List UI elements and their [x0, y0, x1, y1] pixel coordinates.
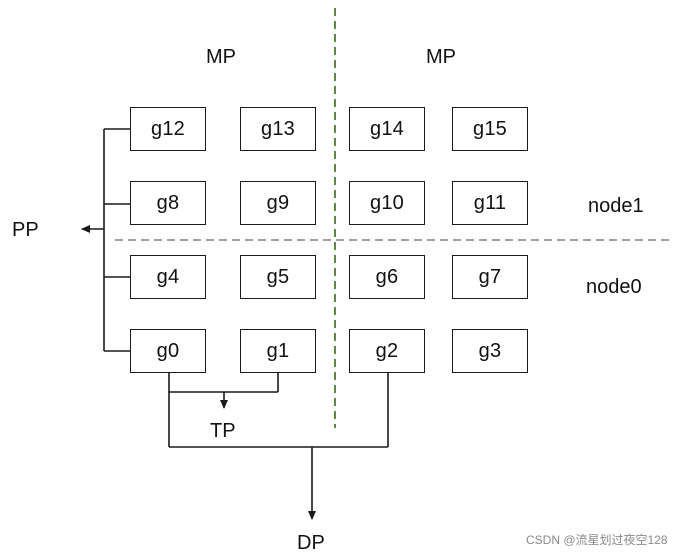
mp-label-left: MP	[206, 46, 236, 68]
gpu-box-g8: g8	[130, 181, 206, 225]
gpu-box-g6: g6	[349, 255, 425, 299]
gpu-box-g5: g5	[240, 255, 316, 299]
tp-connector	[168, 373, 279, 409]
tp-label: TP	[210, 420, 236, 442]
mp-label-right: MP	[426, 46, 456, 68]
watermark-text: CSDN @流星划过夜空128	[526, 533, 668, 547]
gpu-box-g12: g12	[130, 107, 206, 151]
gpu-box-g13: g13	[240, 107, 316, 151]
node1-label: node1	[588, 195, 644, 217]
pp-label: PP	[12, 219, 39, 241]
gpu-box-g0: g0	[130, 329, 206, 373]
gpu-box-g15: g15	[452, 107, 528, 151]
node0-label: node0	[586, 276, 642, 298]
gpu-box-g1: g1	[240, 329, 316, 373]
gpu-box-g9: g9	[240, 181, 316, 225]
pp-connector	[81, 128, 130, 352]
gpu-box-g3: g3	[452, 329, 528, 373]
gpu-box-g7: g7	[452, 255, 528, 299]
dp-label: DP	[297, 532, 325, 554]
gpu-box-g14: g14	[349, 107, 425, 151]
gpu-box-g4: g4	[130, 255, 206, 299]
gpu-box-g11: g11	[452, 181, 528, 225]
gpu-box-g2: g2	[349, 329, 425, 373]
dp-connector	[168, 373, 389, 520]
gpu-box-g10: g10	[349, 181, 425, 225]
